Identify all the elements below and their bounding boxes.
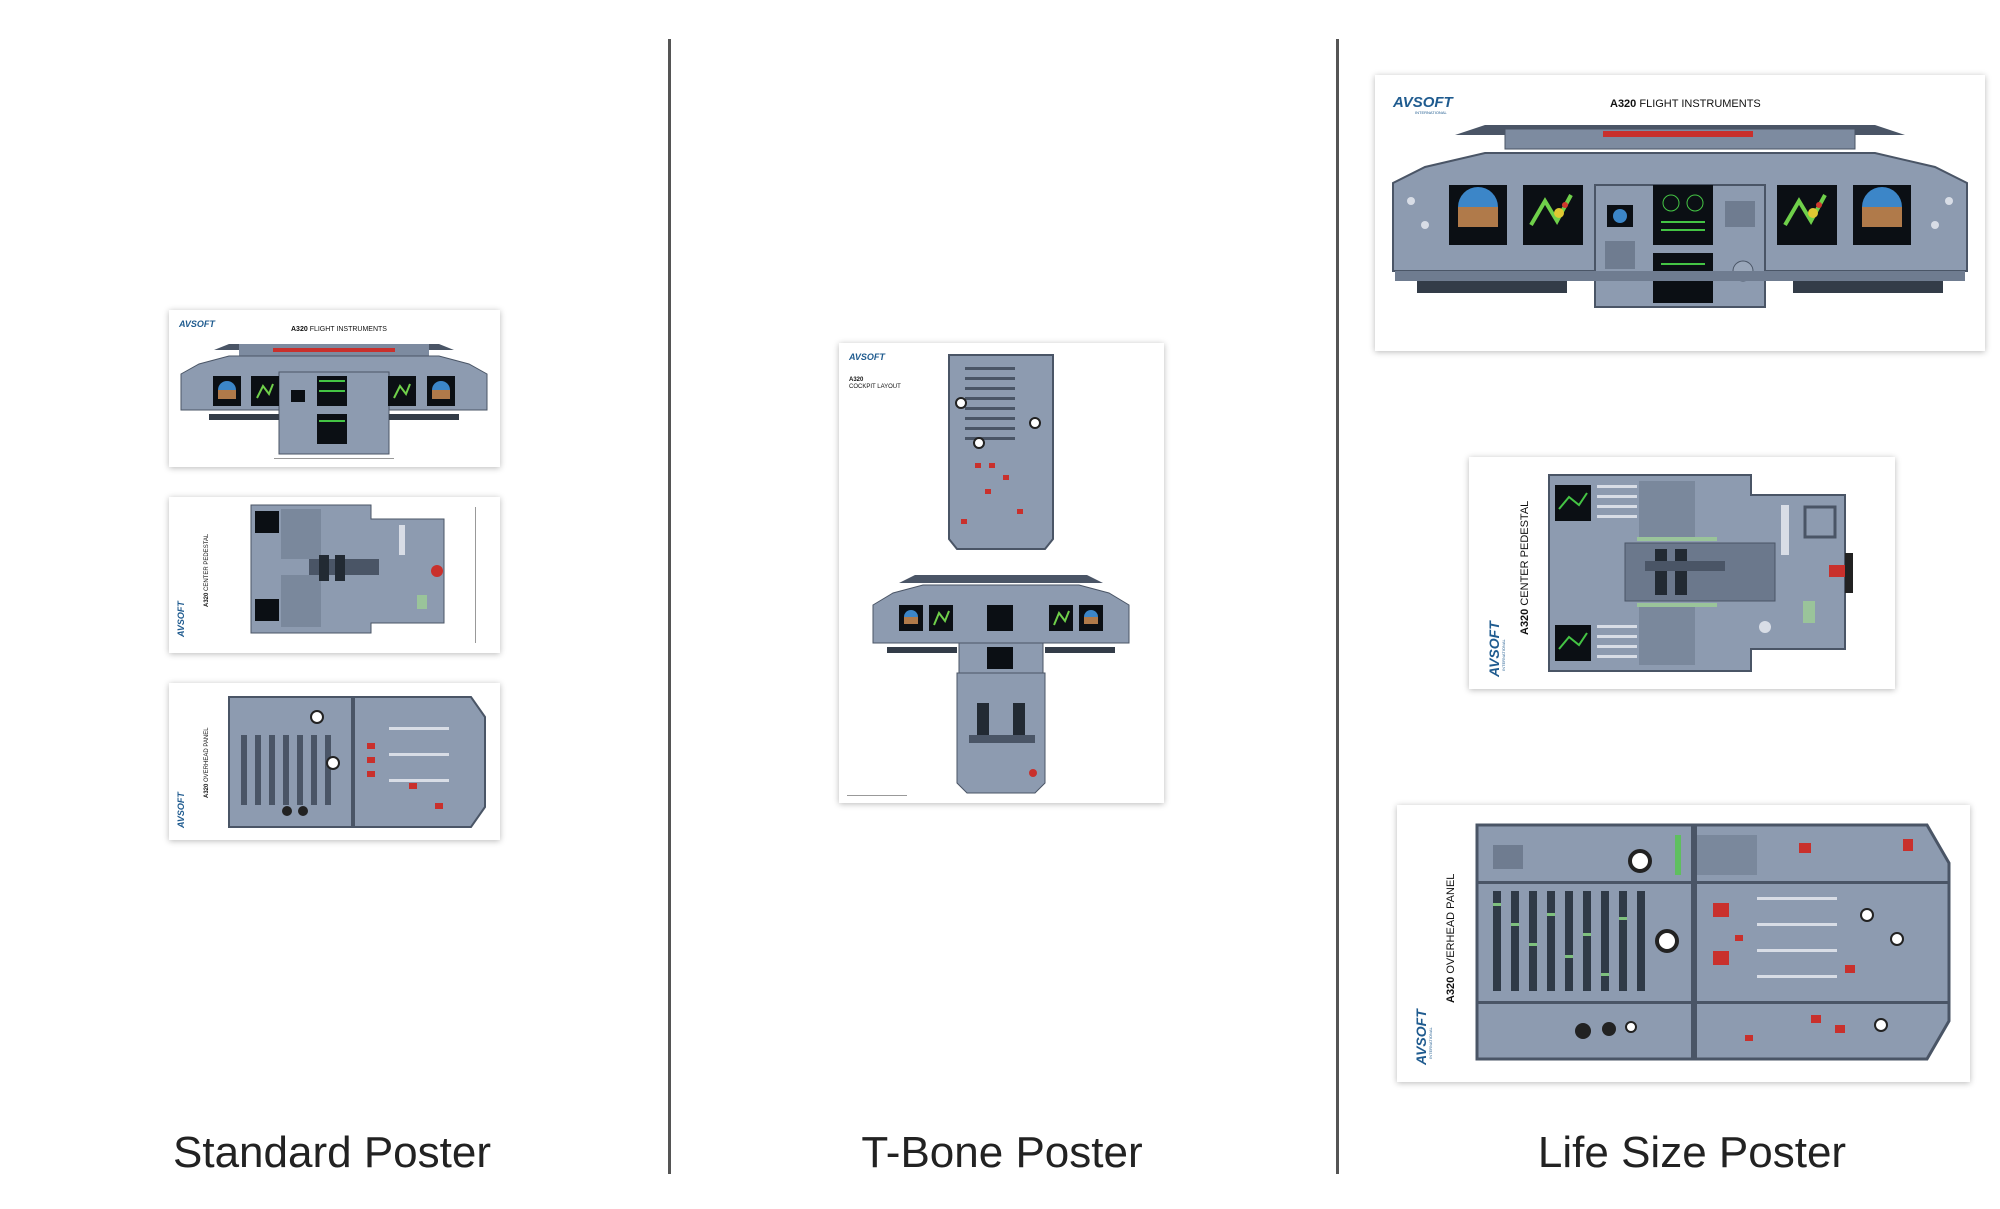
flight-instruments-illustration: AVSOFT A320 FLIGHT INSTRUMENTS <box>178 319 488 459</box>
label-standard-poster: Standard Poster <box>173 1128 491 1177</box>
logo-subtitle: INTERNATIONAL <box>1428 1027 1433 1059</box>
life-size-flight-instruments-poster[interactable]: AVSOFT INTERNATIONAL A320 FLIGHT INSTRUM… <box>1375 75 1985 351</box>
avsoft-logo: AVSOFT <box>176 600 186 638</box>
cockpit-layout-illustration: AVSOFT A320 COCKPIT LAYOUT <box>847 352 1130 796</box>
svg-text:A320 CENTER PEDESTAL: A320 CENTER PEDESTAL <box>204 533 210 607</box>
poster-title-model: A320 <box>1445 977 1457 1003</box>
poster-title-model: A320 <box>849 377 864 383</box>
life-size-center-pedestal-poster[interactable]: AVSOFT INTERNATIONAL A320 CENTER PEDESTA… <box>1469 457 1895 689</box>
center-pedestal-illustration: AVSOFT A320 CENTER PEDESTAL <box>176 504 476 643</box>
life-size-overhead-panel-poster[interactable]: AVSOFT INTERNATIONAL A320 OVERHEAD PANEL <box>1397 805 1970 1082</box>
center-pedestal-illustration: AVSOFT INTERNATIONAL A320 CENTER PEDESTA… <box>1486 474 1853 678</box>
poster-title-model: A320 <box>291 326 308 333</box>
column-divider-left <box>668 39 671 1174</box>
poster-title: FLIGHT INSTRUMENTS <box>310 326 388 333</box>
standard-center-pedestal-poster[interactable]: AVSOFT A320 CENTER PEDESTAL <box>169 497 500 653</box>
poster-title-model: A320 <box>1519 609 1531 635</box>
poster-title-model: A320 <box>1610 98 1636 110</box>
standard-overhead-panel-poster[interactable]: AVSOFT A320 OVERHEAD PANEL <box>169 683 500 840</box>
poster-title: OVERHEAD PANEL <box>1445 874 1457 974</box>
svg-text:A320 OVERHEAD PANEL: A320 OVERHEAD PANEL <box>204 727 210 798</box>
svg-text:A320 FLIGHT INSTRUMENTS: A320 FLIGHT INSTRUMENTS <box>291 326 387 333</box>
avsoft-logo: AVSOFT <box>1486 620 1502 678</box>
flight-instruments-illustration: AVSOFT INTERNATIONAL A320 FLIGHT INSTRUM… <box>1392 94 1968 308</box>
avsoft-logo: AVSOFT <box>176 791 186 829</box>
avsoft-logo: AVSOFT <box>1413 1008 1429 1066</box>
column-divider-right <box>1336 39 1339 1174</box>
svg-text:A320 CENTER PEDESTAL: A320 CENTER PEDESTAL <box>1519 501 1531 635</box>
overhead-panel-illustration: AVSOFT INTERNATIONAL A320 OVERHEAD PANEL <box>1413 823 1951 1066</box>
poster-title: FLIGHT INSTRUMENTS <box>1639 98 1760 110</box>
poster-title: CENTER PEDESTAL <box>204 533 210 591</box>
svg-text:A320 OVERHEAD PANEL: A320 OVERHEAD PANEL <box>1445 874 1457 1003</box>
poster-title: COCKPIT LAYOUT <box>849 384 901 390</box>
overhead-panel-illustration: AVSOFT A320 OVERHEAD PANEL <box>176 696 486 829</box>
avsoft-logo: AVSOFT <box>1392 94 1455 111</box>
poster-title: CENTER PEDESTAL <box>1519 501 1531 606</box>
label-tbone-poster: T-Bone Poster <box>861 1128 1143 1177</box>
svg-text:A320 FLIGHT INSTRUMENTS: A320 FLIGHT INSTRUMENTS <box>1610 98 1761 110</box>
poster-title-model: A320 <box>204 592 210 607</box>
logo-subtitle: INTERNATIONAL <box>1501 639 1506 671</box>
poster-title-model: A320 <box>204 783 210 798</box>
tbone-cockpit-layout-poster[interactable]: AVSOFT A320 COCKPIT LAYOUT <box>839 343 1164 803</box>
logo-subtitle: INTERNATIONAL <box>1415 110 1447 115</box>
poster-title: OVERHEAD PANEL <box>204 727 210 782</box>
avsoft-logo: AVSOFT <box>178 319 216 329</box>
avsoft-logo: AVSOFT <box>848 352 886 362</box>
standard-flight-instruments-poster[interactable]: AVSOFT A320 FLIGHT INSTRUMENTS <box>169 310 500 467</box>
label-life-size-poster: Life Size Poster <box>1537 1128 1847 1177</box>
